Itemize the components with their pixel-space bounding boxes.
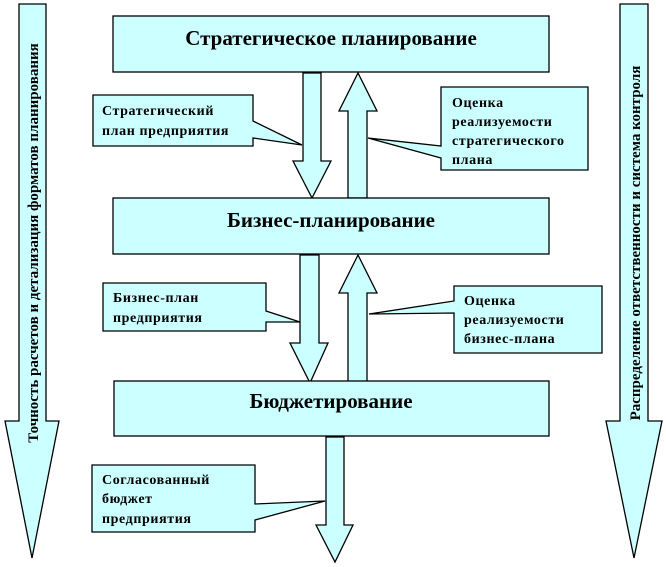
callout-strategic-feasibility-box [367,86,589,171]
down-arrow-budget-output [314,436,355,564]
callout-strategic-plan-line-1: Стратегический [102,104,214,119]
right-side-arrow: Распределение ответственности и система … [605,3,663,559]
callout-business-plan-box [102,282,301,332]
stage-budgeting-label: Бюджетирование [249,389,412,413]
callout-strategic-feasibility-line-4: плана [452,153,493,168]
right-side-arrow-label: Распределение ответственности и система … [628,66,644,421]
stage-strategic-planning: Стратегическое планирование [112,15,550,73]
callout-business-plan-line-2: предприятия [113,311,203,326]
callout-agreed-budget-line-3: предприятия [102,512,192,527]
callout-agreed-budget: Согласованный бюджет предприятия [91,464,326,533]
callout-business-feasibility-line-2: реализуемости [464,313,564,328]
callout-strategic-feasibility-line-3: стратегического [452,134,565,149]
left-side-arrow: Точность расчетов и детализация форматов… [4,3,60,559]
callout-business-plan-line-1: Бизнес-план [113,291,199,306]
callout-agreed-budget-line-1: Согласованный [102,473,210,488]
right-side-arrow-shape [605,3,663,559]
stage-strategic-planning-box [112,15,550,73]
callout-business-feasibility-line-3: бизнес-плана [464,332,555,347]
left-side-arrow-shape [4,3,60,559]
callout-business-plan: Бизнес-план предприятия [102,282,301,332]
callout-business-feasibility-line-1: Оценка [464,294,516,309]
callout-agreed-budget-box [91,464,326,533]
stage-business-planning-box [112,197,550,255]
stage-business-planning-label: Бизнес-планирование [227,208,435,232]
stage-business-planning: Бизнес-планирование [112,197,550,255]
stage-budgeting-box [113,380,550,437]
up-arrow-business-to-strategic [337,71,379,199]
up-arrow-budget-to-business [337,253,379,384]
stage-budgeting: Бюджетирование [113,380,550,437]
callout-business-feasibility: Оценка реализуемости бизнес-плана [368,285,603,354]
left-side-arrow-label: Точность расчетов и детализация форматов… [26,43,42,442]
stage-strategic-planning-label: Стратегическое планирование [185,26,477,50]
callout-strategic-plan-line-2: план предприятия [102,124,229,139]
callout-agreed-budget-line-2: бюджет [102,492,153,507]
callout-strategic-feasibility-line-2: реализуемости [452,115,552,130]
callout-strategic-feasibility-line-1: Оценка [452,96,504,111]
down-arrow-business-to-budget [288,254,330,385]
callout-business-feasibility-box [368,285,603,354]
callout-strategic-feasibility: Оценка реализуемости стратегического пла… [367,86,589,171]
callout-strategic-plan-box [92,94,303,147]
down-arrow-strategic-to-business [291,72,333,200]
callout-strategic-plan: Стратегический план предприятия [92,94,303,147]
